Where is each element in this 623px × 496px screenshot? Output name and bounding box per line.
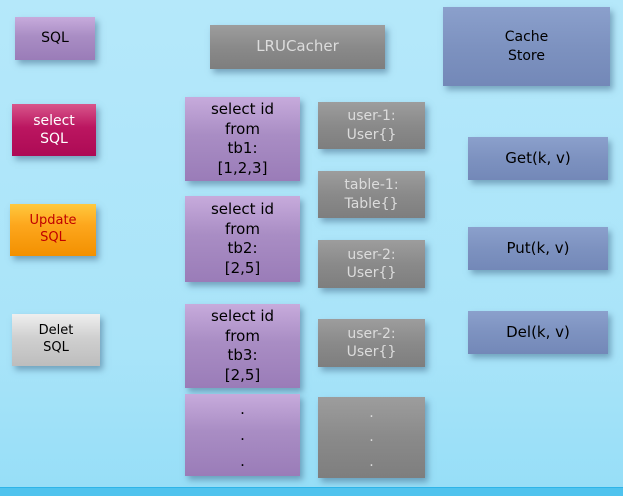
lrucacher-box: LRUCacher — [210, 25, 385, 69]
update-sql-box: Update SQL — [10, 204, 96, 256]
cache-store-box: Cache Store — [443, 7, 610, 86]
query-ellipsis-box: . . . — [185, 394, 300, 476]
cache-entry-user2a: user-2: User{} — [318, 240, 425, 288]
delete-sql-box: Delet SQL — [12, 314, 100, 366]
query-box-tb1: select id from tb1: [1,2,3] — [185, 97, 300, 181]
query-box-tb3: select id from tb3: [2,5] — [185, 304, 300, 388]
get-op-box: Get(k, v) — [468, 137, 608, 180]
cache-entry-user1: user-1: User{} — [318, 102, 425, 149]
bottom-strip — [0, 487, 623, 496]
select-sql-box: select SQL — [12, 104, 96, 156]
cache-entry-user2b: user-2: User{} — [318, 319, 425, 367]
sql-box: SQL — [15, 17, 95, 60]
query-box-tb2: select id from tb2: [2,5] — [185, 196, 300, 282]
cache-entry-ellipsis: . . . — [318, 397, 425, 478]
put-op-box: Put(k, v) — [468, 227, 608, 270]
del-op-box: Del(k, v) — [468, 311, 608, 354]
cache-entry-table1: table-1: Table{} — [318, 171, 425, 218]
